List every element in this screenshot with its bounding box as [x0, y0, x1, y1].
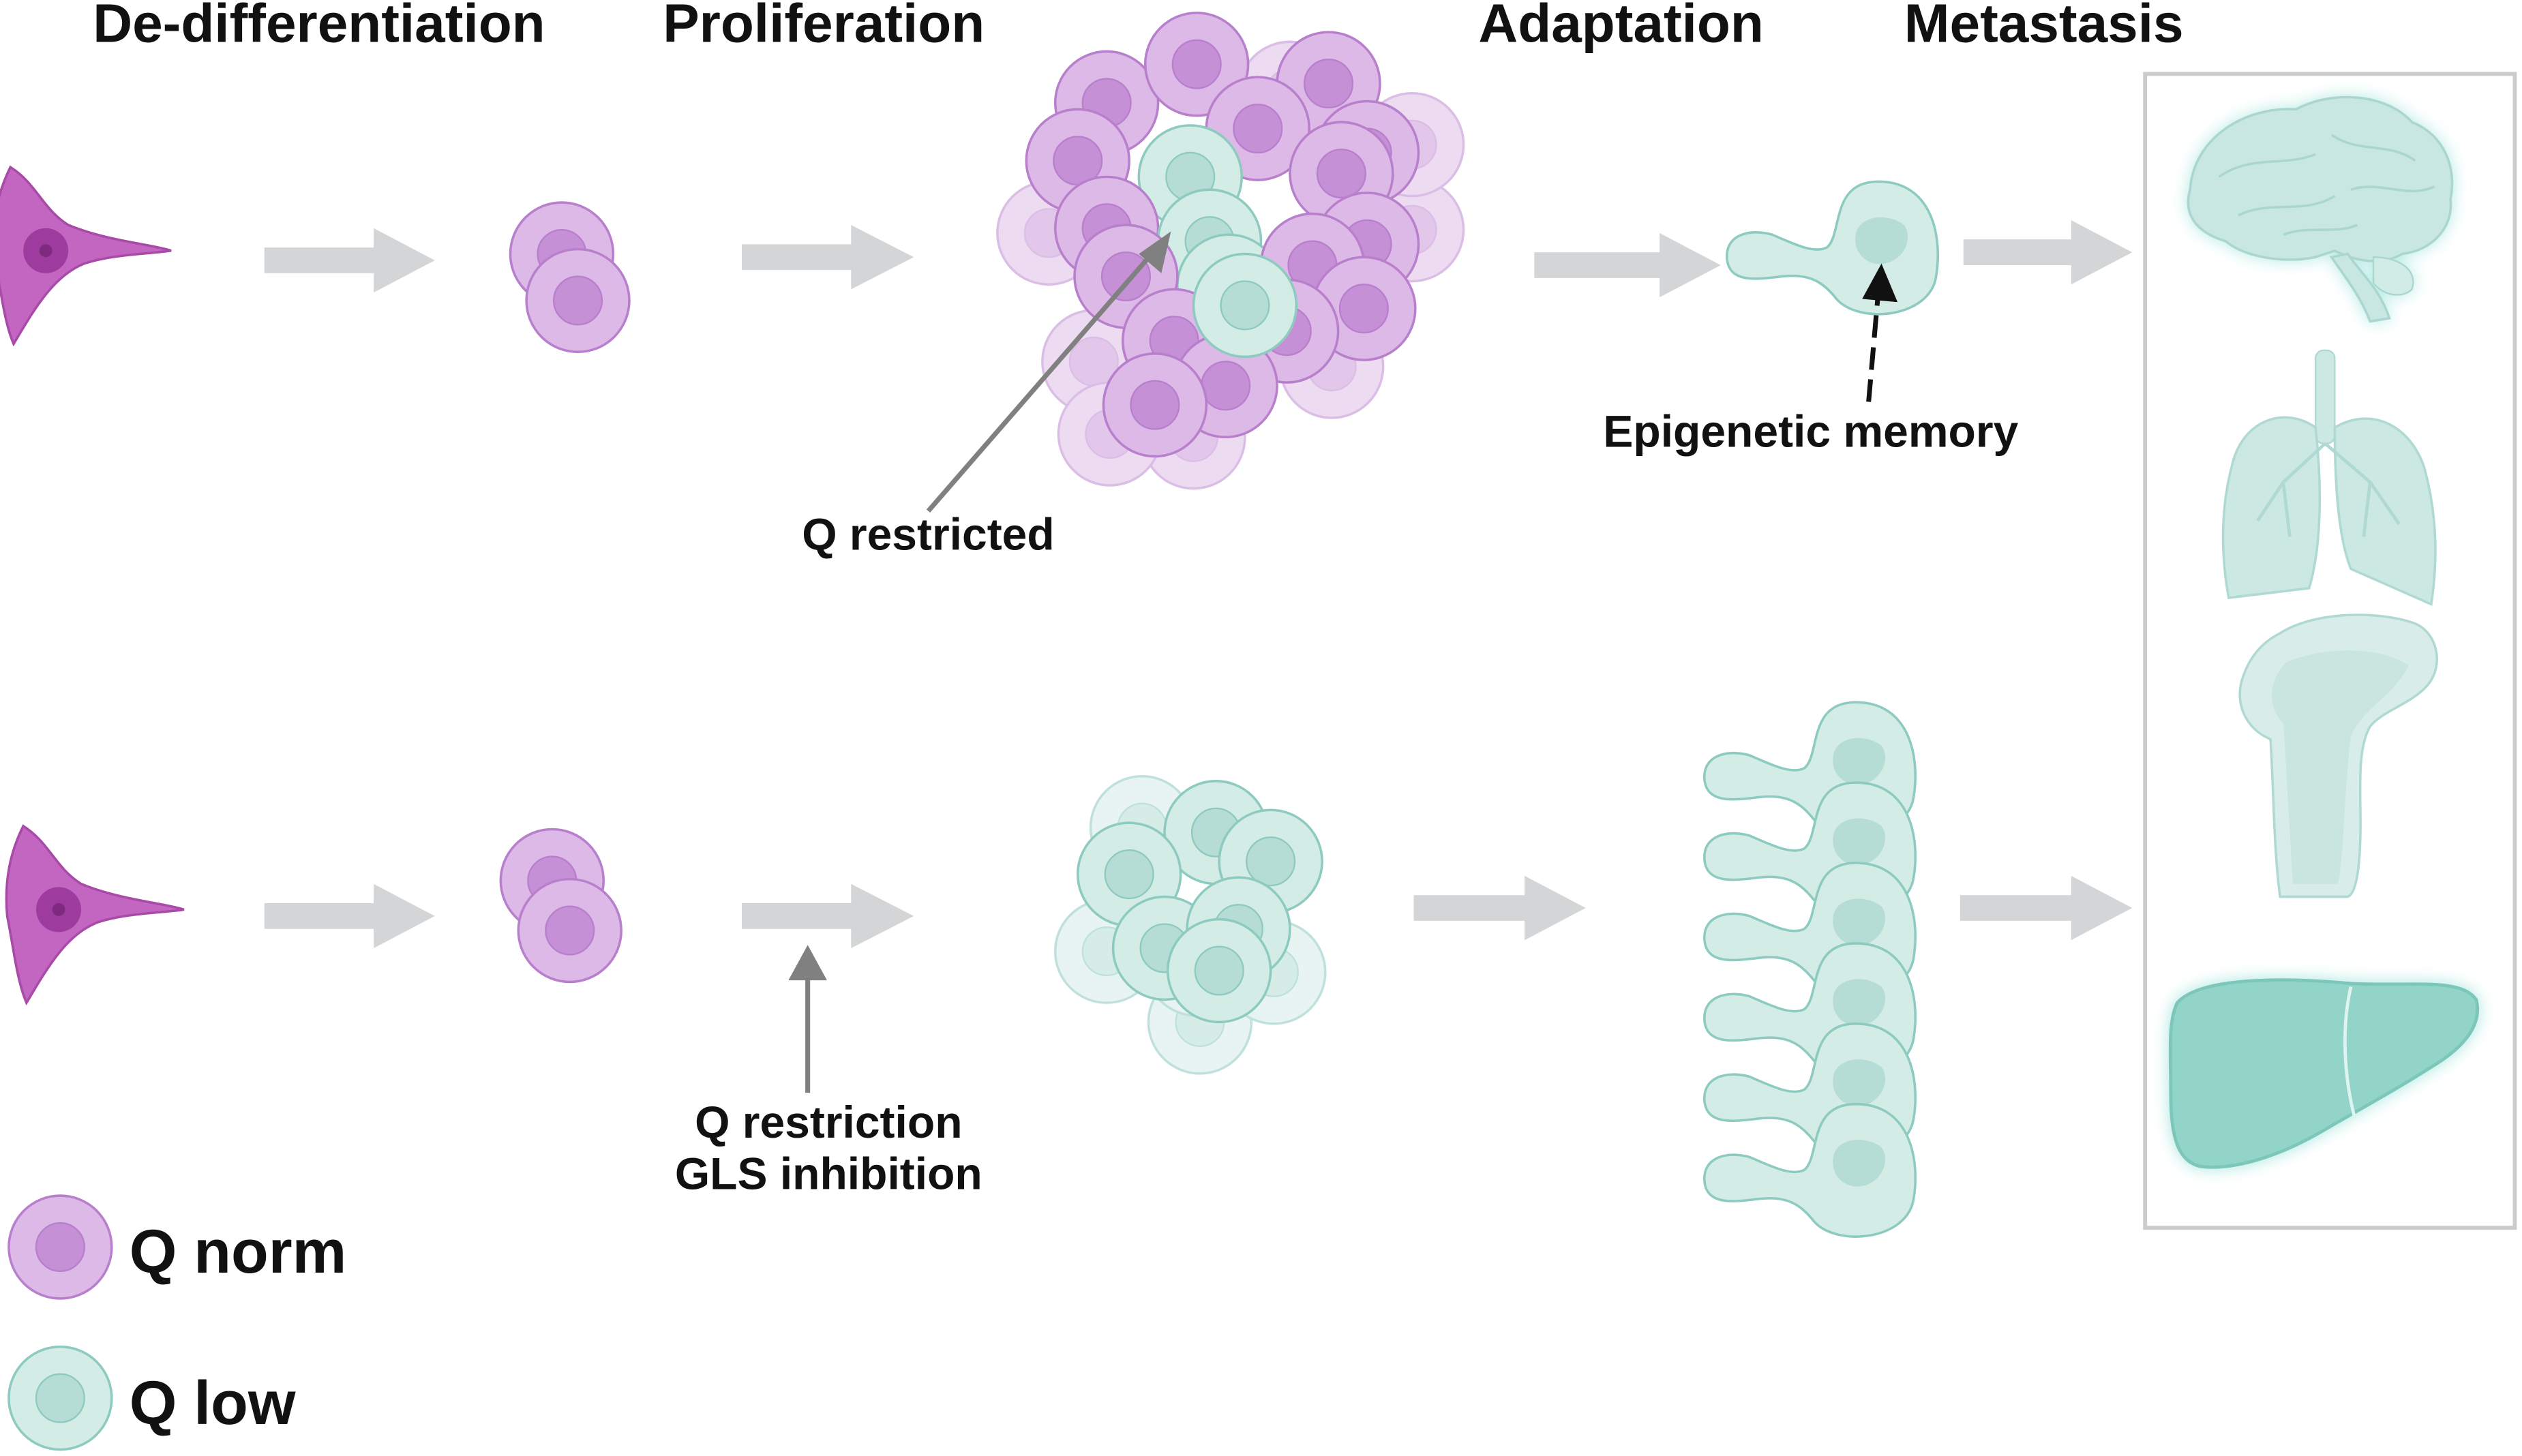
flow-arrow: [1534, 232, 1721, 298]
flow-arrow: [264, 883, 435, 948]
epigenetic-memory-pointer-arrow: [1866, 292, 1881, 402]
tumor-cluster-mixed-icon: [996, 12, 1465, 490]
flow-arrow: [741, 225, 914, 290]
flow-arrow: [1413, 875, 1586, 941]
flow-arrow: [741, 883, 914, 948]
dedifferentiated-cell-pair-icon: [499, 828, 622, 984]
stage-title-dedifferentiation: De-differentiation: [93, 0, 545, 53]
flow-arrow: [1960, 875, 2133, 941]
epigenetic-memory-label: Epigenetic memory: [1603, 406, 2018, 456]
q-restricted-pointer-arrow: [926, 252, 1154, 513]
bone-icon: [2238, 613, 2438, 898]
brain-icon: [2187, 95, 2454, 323]
lung-icon: [2221, 349, 2437, 607]
liver-icon: [2168, 978, 2479, 1169]
flow-arrow: [1963, 219, 2133, 285]
legend-q-norm-label: Q norm: [130, 1217, 347, 1286]
stage-title-adaptation: Adaptation: [1478, 0, 1763, 53]
precursor-cell-icon: [0, 166, 172, 346]
stage-title-proliferation: Proliferation: [663, 0, 985, 53]
q-restricted-label: Q restricted: [802, 509, 1054, 559]
stage-title-metastasis: Metastasis: [1904, 0, 2184, 53]
metastasis-organ-panel: [2143, 72, 2517, 1230]
q-restriction-arrowhead: [788, 945, 827, 981]
precursor-cell-icon: [5, 825, 185, 1004]
q-restricted-arrowhead: [1139, 231, 1171, 273]
legend-q-low-icon: [7, 1345, 113, 1451]
tumor-cluster-q-low-icon: [1053, 774, 1327, 1075]
legend-q-norm-icon: [7, 1194, 113, 1300]
adapted-cell-icon: [1726, 180, 1940, 316]
gls-inhibition-label: GLS inhibition: [675, 1149, 982, 1199]
epigenetic-memory-arrowhead: [1862, 263, 1898, 303]
q-restriction-label: Q restriction: [695, 1097, 962, 1147]
dedifferentiated-cell-pair-icon: [509, 201, 631, 354]
legend-q-low-label: Q low: [130, 1369, 296, 1437]
adapted-cell-stack-icon: [1703, 701, 1917, 1238]
flow-arrow: [264, 228, 435, 293]
